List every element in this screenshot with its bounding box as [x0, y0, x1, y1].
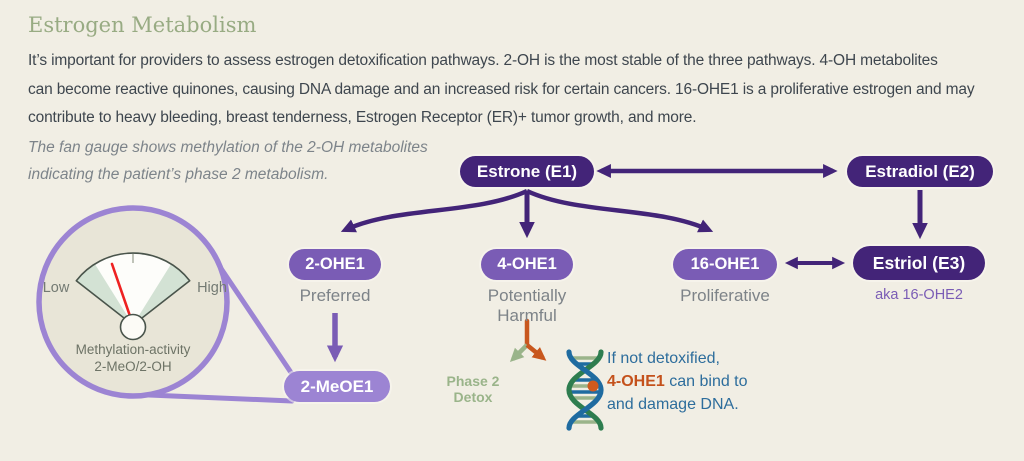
gauge-note: The fan gauge shows methylation of the 2…	[28, 135, 428, 188]
fan-gauge-outline	[75, 252, 191, 326]
dna-strand-blue	[566, 349, 604, 431]
node-2-meoe1: 2-MeOE1	[284, 371, 390, 402]
node-2-ohe1: 2-OHE1	[289, 249, 381, 280]
label-proliferative: Proliferative	[680, 286, 770, 305]
gauge-note-line-1: The fan gauge shows methylation of the 2…	[28, 139, 428, 156]
gauge-caption-line-1: Methylation-activity	[75, 342, 191, 357]
arrow-to-phase2-detox	[509, 343, 529, 363]
fan-gauge	[75, 252, 191, 341]
intro-paragraph: It’s important for providers to assess e…	[28, 47, 975, 133]
label-preferred: Preferred	[299, 286, 371, 305]
gauge-caption: Methylation-activity 2-MeO/2-OH	[48, 341, 218, 375]
dna-helix-icon	[566, 349, 604, 431]
page-title: Estrogen Metabolism	[28, 13, 257, 37]
gauge-caption-line-2: 2-MeO/2-OH	[94, 359, 172, 374]
callout-line-bottom	[146, 392, 295, 404]
dna-binding-dot	[587, 380, 599, 392]
label-phase2-detox: Phase 2 Detox	[446, 373, 500, 405]
gauge-label-high: High	[197, 280, 227, 296]
node-estrone-e1: Estrone (E1)	[460, 156, 594, 187]
gauge-needle	[110, 262, 132, 318]
dna-note-line-3: and damage DNA.	[607, 396, 739, 413]
node-4-ohe1: 4-OHE1	[481, 249, 573, 280]
detox-fork	[509, 318, 547, 363]
dna-note-line-1: If not detoxified,	[607, 350, 720, 367]
gauge-note-line-2: indicating the patient’s phase 2 metabol…	[28, 165, 329, 183]
arrow-to-dna	[525, 343, 547, 361]
intro-line-3: contribute to heavy bleeding, breast ten…	[28, 109, 697, 126]
gauge-pivot	[119, 313, 147, 341]
arrow-estrone-to-16ohe1	[526, 188, 714, 233]
intro-line-2: can become reactive quinones, causing DN…	[28, 80, 975, 98]
node-estriol-e3: Estriol (E3)	[853, 246, 985, 280]
dna-strand-green	[566, 349, 604, 431]
callout-line-top	[217, 264, 295, 377]
fan-gauge-low-zone	[76, 263, 133, 325]
dna-note-line-2-rest: can bind to	[664, 373, 748, 390]
dna-note-line-2: 4-OHE1 can bind to	[607, 370, 797, 393]
dna-warning-note: If not detoxified, 4-OHE1 can bind to an…	[607, 347, 797, 416]
arrow-estrone-to-2ohe1	[340, 188, 528, 233]
dna-note-highlight-4ohe1: 4-OHE1	[607, 373, 665, 390]
gauge-label-low: Low	[42, 280, 70, 296]
node-estradiol-e2: Estradiol (E2)	[847, 156, 993, 187]
label-potentially-harmful: Potentially Harmful	[487, 286, 567, 325]
fan-gauge-body	[76, 253, 190, 325]
node-16-ohe1: 16-OHE1	[673, 249, 777, 280]
fan-gauge-high-zone	[133, 263, 190, 325]
intro-line-1: It’s important for providers to assess e…	[28, 52, 938, 69]
label-estriol-aka: aka 16-OHE2	[875, 287, 963, 303]
